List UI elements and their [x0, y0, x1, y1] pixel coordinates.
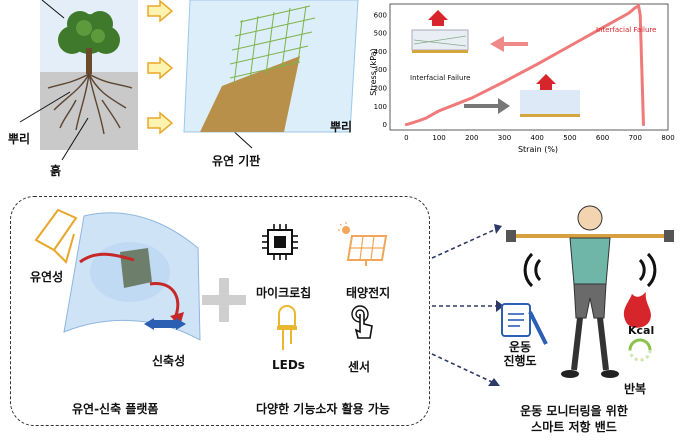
stress-strain-chart: 0 100 200 300 400 500 600 700 800 0 100 200 300 400 50…: [369, 3, 675, 154]
led-label: LEDs: [272, 358, 305, 372]
y-tick-label: 400: [374, 48, 387, 56]
plus-icon: [202, 278, 246, 322]
substrate-panel: [183, 0, 359, 133]
inset-top: [411, 10, 469, 53]
flexibility-label: 유연성: [30, 270, 64, 284]
flexible-platform-illustration: [34, 208, 201, 341]
led-icon: [277, 305, 297, 350]
substrate-label: 유연 기판: [212, 154, 261, 168]
x-tick-label: 500: [563, 134, 576, 142]
microchip-icon: [262, 224, 298, 260]
arrow-right-gray-icon: [464, 98, 510, 114]
touch-sensor-icon: [351, 305, 373, 339]
tree-illustration: [40, 0, 138, 150]
platform-label: 유연-신축 플랫폼: [72, 402, 159, 416]
x-tick-label: 0: [404, 134, 408, 142]
arrow-right-icon: [147, 0, 174, 23]
fire-icon: [623, 292, 651, 328]
tree-panel: [40, 0, 138, 150]
failure-label-bottom: Interfacial Failure: [410, 74, 470, 82]
series-line-1: [435, 3, 645, 127]
repeat-icon: [628, 338, 652, 362]
x-tick-label: 400: [530, 134, 543, 142]
band-handle-icon: [506, 230, 516, 242]
fold-icon: [34, 208, 78, 264]
connector-arrows: [431, 224, 504, 386]
y-tick-label: 0: [383, 121, 387, 129]
stretch-icon: [144, 318, 186, 330]
solar-label: 태양전지: [346, 286, 391, 300]
band-caption-line2: 스마트 저항 밴드: [531, 420, 617, 434]
root-label-left: 뿌리: [8, 132, 31, 146]
series-line-0: [404, 110, 439, 127]
x-tick-label: 800: [661, 134, 674, 142]
progress-arrows: [147, 0, 174, 135]
y-axis-label: Stress (kPa): [369, 48, 378, 95]
x-tick-label: 600: [596, 134, 609, 142]
x-axis-label: Strain (%): [518, 145, 558, 154]
x-tick-label: 200: [465, 134, 478, 142]
platform-box: [10, 196, 430, 426]
chip-icon: [120, 248, 152, 288]
band-caption-line1: 운동 모니터링을 위한: [520, 404, 628, 418]
repeat-label: 반복: [624, 382, 647, 396]
inset-bottom: [520, 74, 580, 117]
signal-icon: [523, 252, 657, 288]
arrow-left-icon: [490, 36, 528, 52]
bend-arrow-icon: [79, 252, 135, 264]
force-arrow-icon: [432, 16, 444, 26]
resistance-band: [510, 234, 670, 238]
failure-label-top: Interfacial Failure: [596, 26, 656, 34]
microchip-label: 마이크로칩: [256, 286, 312, 300]
stretch-label: 신축성: [152, 354, 186, 368]
sensor-label: 센서: [348, 360, 371, 374]
progress-clipboard-icon: [501, 303, 548, 345]
solar-panel-icon: [338, 222, 388, 266]
band-handle-icon: [664, 230, 674, 242]
y-tick-label: 600: [374, 11, 387, 19]
x-tick-label: 300: [498, 134, 511, 142]
y-tick-label: 300: [374, 66, 387, 74]
y-tick-label: 100: [374, 103, 387, 111]
y-tick-label: 200: [374, 85, 387, 93]
person-band-illustration: [501, 205, 674, 378]
kcal-label: Kcal: [628, 324, 655, 337]
chart-frame: [389, 3, 669, 131]
arrow-right-icon: [147, 56, 174, 80]
root-label-right: 뿌리: [330, 120, 353, 134]
x-tick-label: 700: [629, 134, 642, 142]
force-arrow-icon: [540, 80, 552, 90]
arrow-right-icon: [147, 111, 174, 135]
progress-label: 운동 진행도: [503, 340, 537, 368]
soil-label: 흙: [50, 164, 62, 178]
devices-caption: 다양한 기능소자 활용 가능: [256, 402, 390, 416]
y-tick-label: 500: [374, 30, 387, 38]
x-tick-label: 100: [432, 134, 445, 142]
